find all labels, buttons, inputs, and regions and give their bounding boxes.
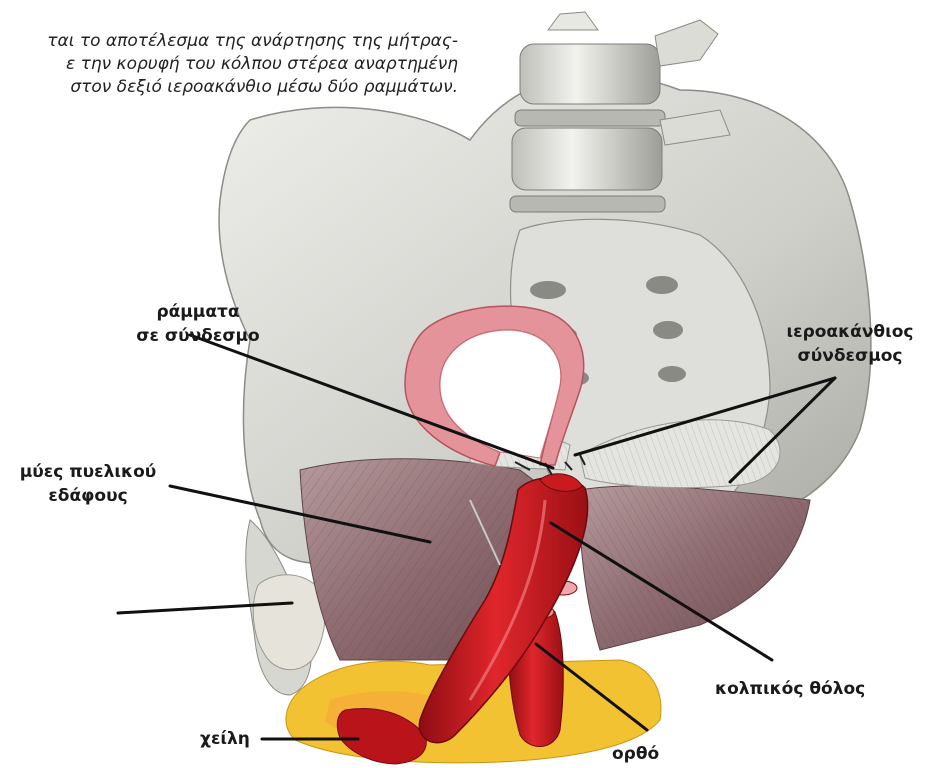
label-muscles-line-2: εδάφους bbox=[0, 484, 176, 508]
sacral-foramen bbox=[653, 321, 683, 339]
label-rectum: ορθό bbox=[612, 742, 659, 766]
sacral-foramen bbox=[646, 276, 678, 294]
label-muscles-line-1: μύες πυελικού bbox=[0, 460, 176, 484]
label-sutures: ράμματα σε σύνδεσμο bbox=[136, 300, 260, 348]
caption-line-3: στον δεξιό ιεροακάνθιο μέσω δύο ραμμάτων… bbox=[0, 76, 458, 99]
figure-caption: ται το αποτέλεσμα της ανάρτησης της μήτρ… bbox=[0, 30, 458, 99]
label-sacrospinous-ligament: ιεροακάνθιος σύνδεσμος bbox=[770, 320, 930, 368]
sacral-foramen bbox=[658, 366, 686, 382]
label-lips: χείλη bbox=[200, 727, 250, 751]
label-pelvic-floor-muscles: μύες πυελικού εδάφους bbox=[0, 460, 176, 508]
label-ligament-line-2: σύνδεσμος bbox=[770, 344, 930, 368]
caption-line-2: ε την κορυφή του κόλπου στέρεα αναρτημέν… bbox=[0, 53, 458, 76]
sacral-foramen bbox=[530, 281, 566, 299]
label-ligament-line-1: ιεροακάνθιος bbox=[770, 320, 930, 344]
label-sutures-line-1: ράμματα bbox=[136, 300, 260, 324]
caption-line-1: ται το αποτέλεσμα της ανάρτησης της μήτρ… bbox=[0, 30, 458, 53]
label-vaginal-vault: κολπικός θόλος bbox=[715, 677, 865, 701]
label-sutures-line-2: σε σύνδεσμο bbox=[136, 324, 260, 348]
